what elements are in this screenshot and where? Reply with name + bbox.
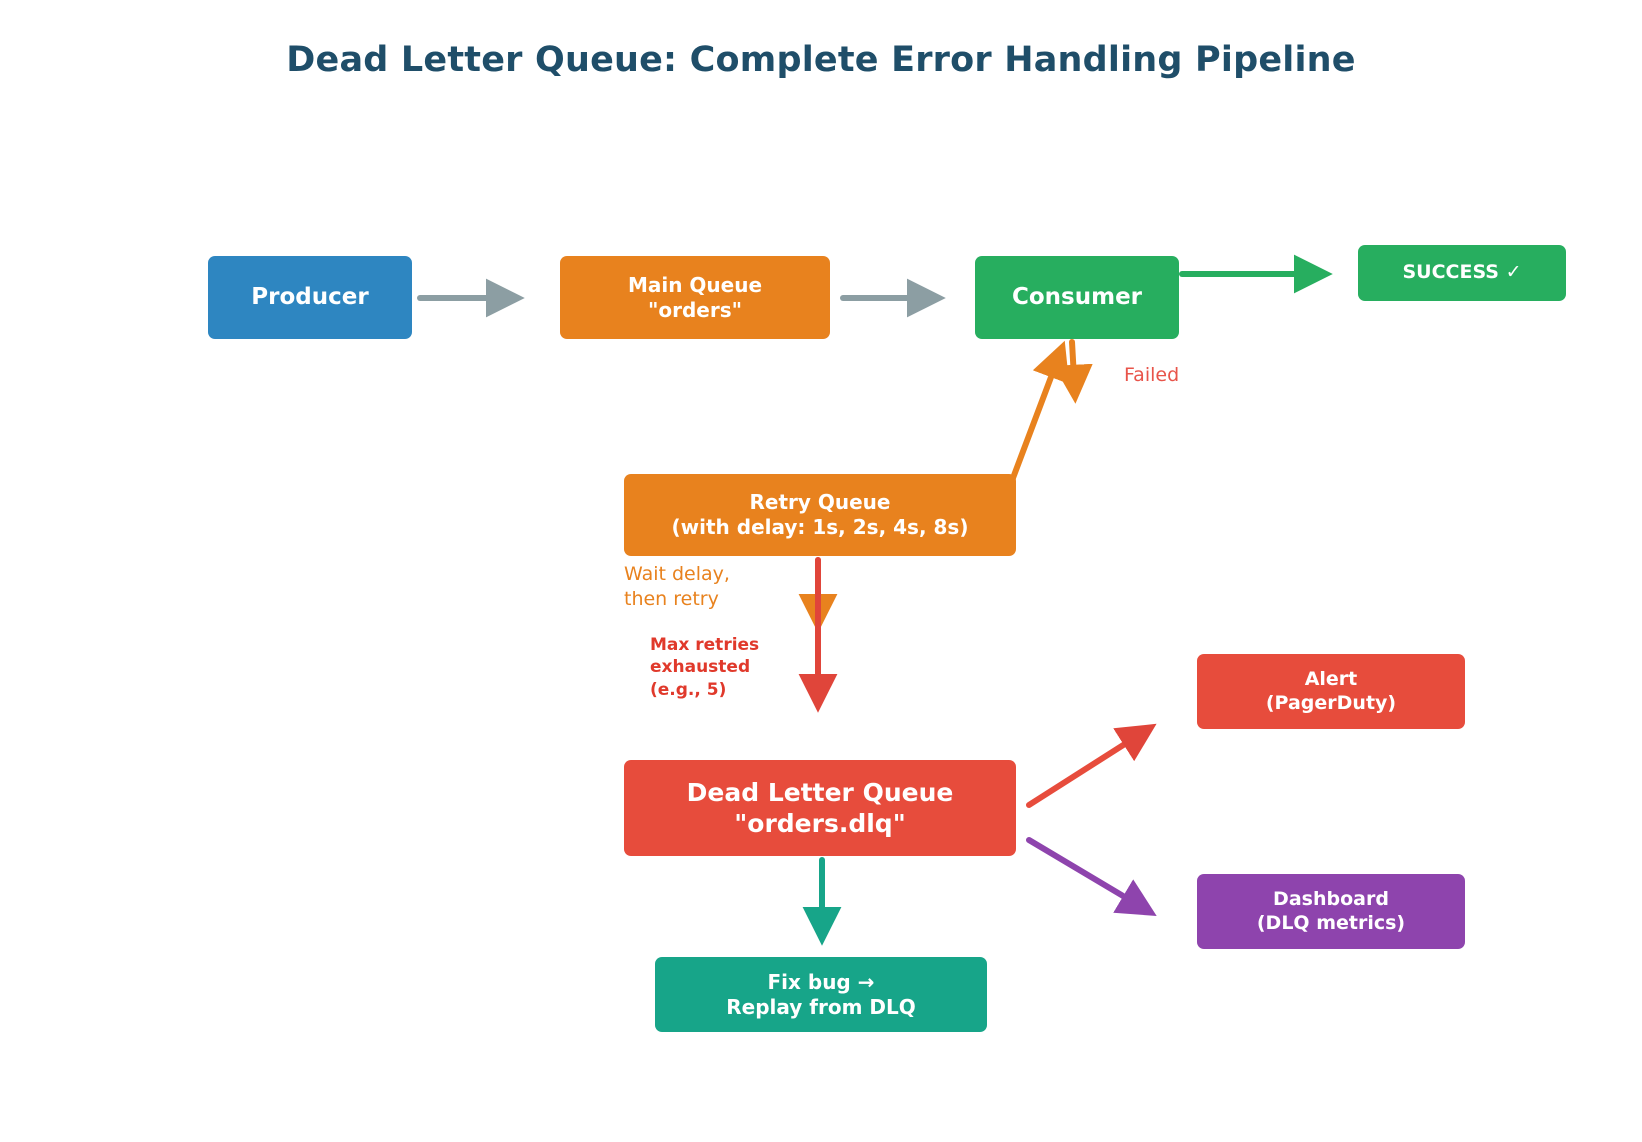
node-dashboard-dlq-metrics[interactable]: Dashboard (DLQ metrics) [1197, 874, 1465, 949]
node-dead-letter-queue[interactable]: Dead Letter Queue "orders.dlq" [624, 760, 1016, 856]
edge-label-wait-delay: Wait delay, then retry [624, 563, 730, 611]
edge-consumer-to-retry-failed [1053, 339, 1093, 404]
edge-label-max-retries: Max retries exhausted (e.g., 5) [650, 635, 760, 700]
edge-retry-to-consumer [1010, 340, 1070, 481]
page-title: Dead Letter Queue: Complete Error Handli… [286, 40, 1356, 80]
node-producer[interactable]: Producer [208, 256, 412, 339]
node-alert-pagerduty[interactable]: Alert (PagerDuty) [1197, 654, 1465, 729]
edge-dlq-to-dashboard [1026, 837, 1157, 916]
node-consumer[interactable]: Consumer [975, 256, 1179, 339]
node-retry-queue[interactable]: Retry Queue (with delay: 1s, 2s, 4s, 8s) [624, 474, 1016, 556]
edge-label-failed: Failed [1124, 364, 1180, 386]
edge-dlq-to-alert [1026, 723, 1157, 808]
node-main-queue[interactable]: Main Queue "orders" [560, 256, 830, 339]
node-fix-bug-replay[interactable]: Fix bug → Replay from DLQ [655, 957, 987, 1032]
node-success[interactable]: SUCCESS ✓ [1358, 245, 1566, 301]
